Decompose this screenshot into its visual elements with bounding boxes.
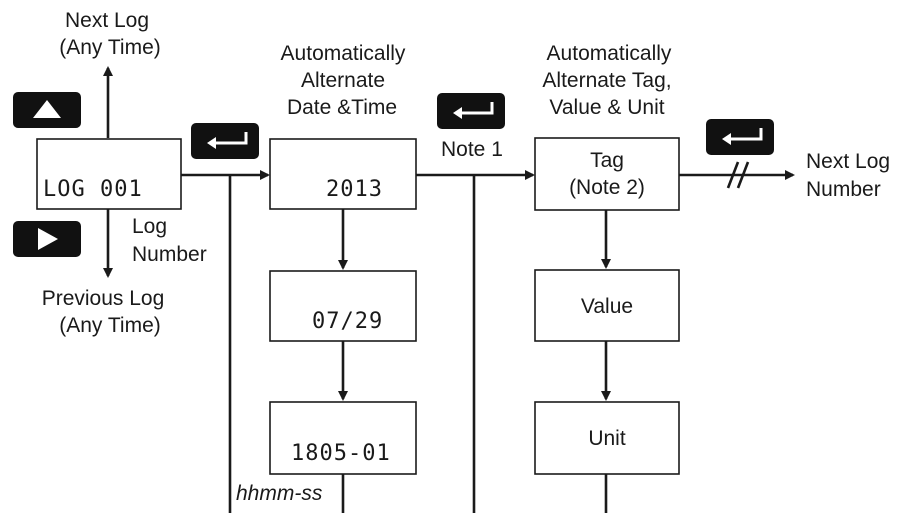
- enter-button-2[interactable]: [437, 93, 505, 129]
- right-triangle-icon: [38, 228, 58, 250]
- enter-icon: [460, 102, 494, 115]
- enter-button-1[interactable]: [191, 123, 259, 159]
- next-log-number-label-line1: Next Log: [806, 150, 890, 173]
- auto-tag-label-line1: Automatically: [547, 42, 672, 65]
- enter-button-3[interactable]: [706, 119, 774, 155]
- date-display: [269, 270, 417, 342]
- unit-box-text: Unit: [588, 427, 626, 450]
- log-display-text: LOG 001: [43, 177, 143, 202]
- next-log-label-line1: Next Log: [65, 9, 149, 32]
- time-display: [269, 401, 417, 475]
- auto-date-time-label-line2: Alternate: [301, 69, 385, 92]
- value-box: [534, 269, 680, 342]
- auto-date-time-label-line1: Automatically: [281, 42, 406, 65]
- tag-box-line2: (Note 2): [569, 176, 645, 199]
- auto-tag-label-line2: Alternate Tag,: [542, 69, 671, 92]
- enter-icon: [729, 128, 763, 141]
- break-mark-1: [726, 161, 740, 189]
- up-button[interactable]: [13, 92, 81, 128]
- previous-log-label-line1: Previous Log: [42, 287, 165, 310]
- date-display-text: 07/29: [312, 309, 383, 334]
- time-format-label: hhmm-ss: [236, 482, 323, 505]
- note1-label: Note 1: [441, 138, 503, 161]
- log-number-label-line2: Number: [132, 243, 207, 266]
- year-display-text: 2013: [326, 177, 383, 202]
- next-log-number-label-line2: Number: [806, 178, 881, 201]
- previous-log-label-line2: (Any Time): [59, 314, 161, 337]
- log-number-label-line1: Log: [132, 215, 167, 238]
- break-mark-2: [736, 161, 750, 189]
- tag-box-line1: Tag: [590, 149, 624, 172]
- next-log-label-line2: (Any Time): [59, 36, 161, 59]
- auto-date-time-label-line3: Date &Time: [287, 96, 397, 119]
- unit-box: [534, 401, 680, 475]
- time-display-text: 1805-01: [291, 441, 391, 466]
- value-box-text: Value: [581, 295, 633, 318]
- up-triangle-icon: [33, 100, 61, 118]
- right-button[interactable]: [13, 221, 81, 257]
- enter-icon: [214, 132, 248, 145]
- auto-tag-label-line3: Value & Unit: [549, 96, 664, 119]
- log-display: [36, 138, 182, 210]
